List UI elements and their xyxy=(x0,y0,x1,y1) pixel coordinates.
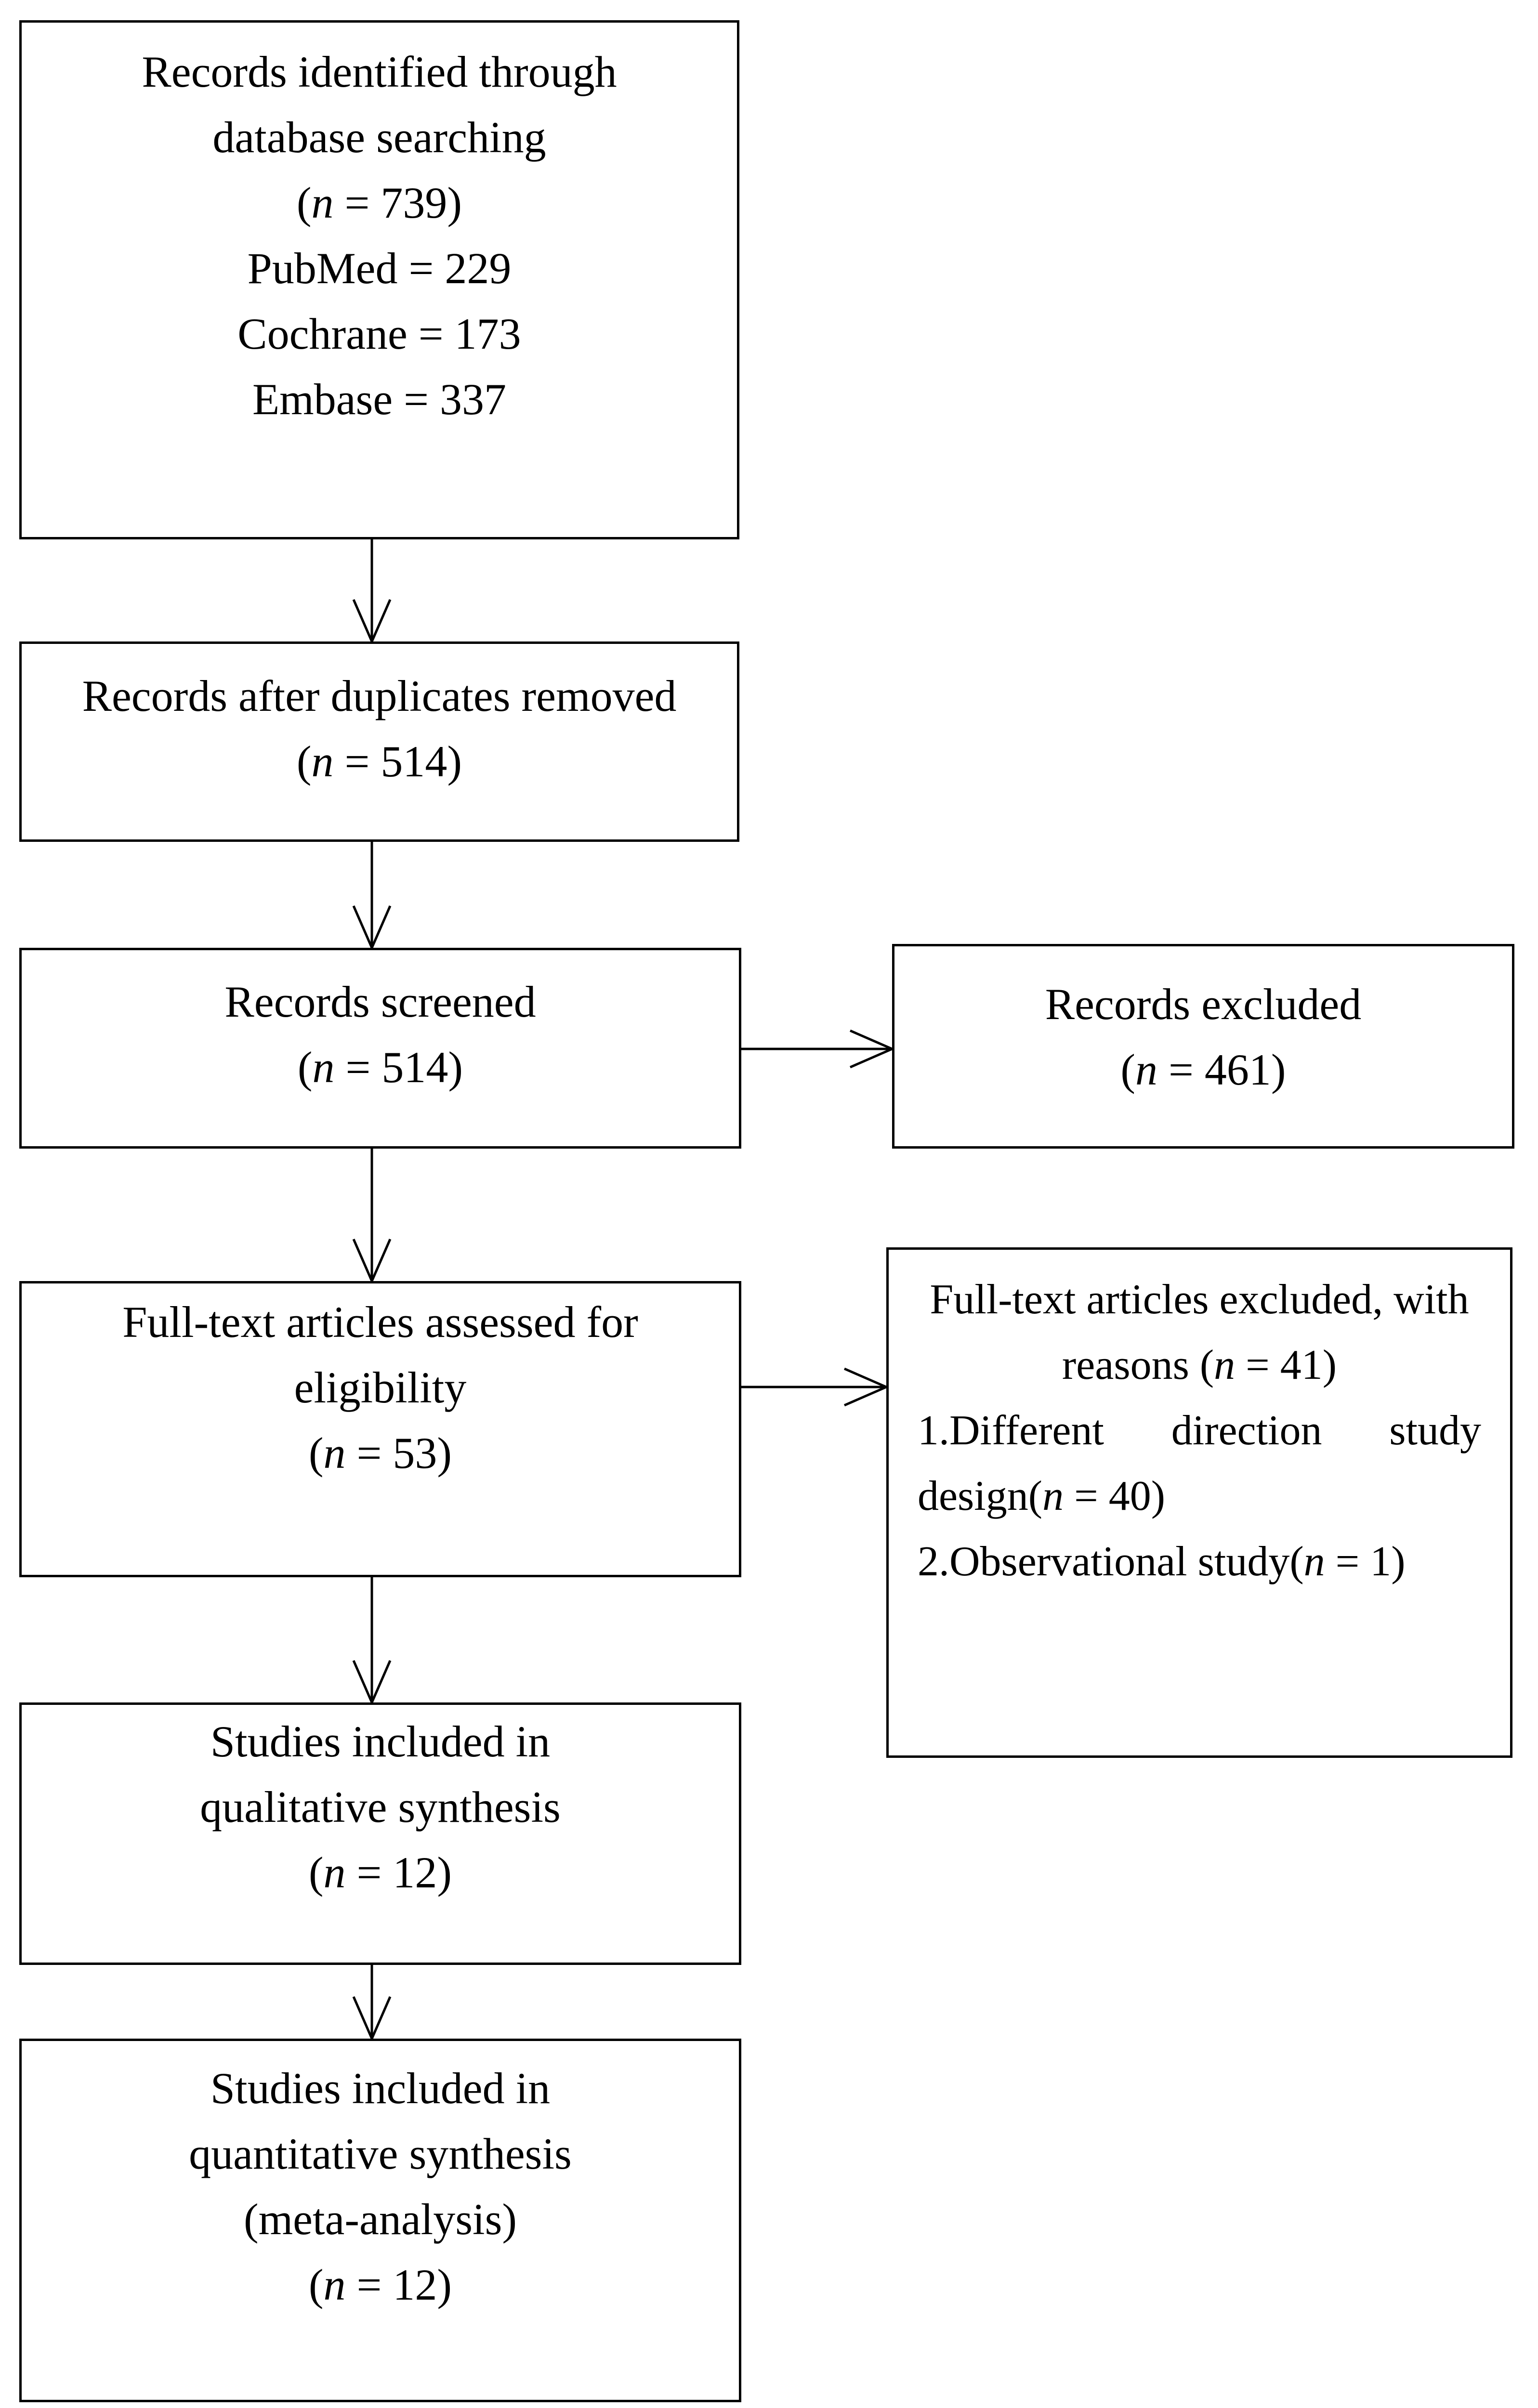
fulltext-excluded-reason-1: 1.Different direction study xyxy=(889,1398,1510,1464)
n-post: = 41) xyxy=(1235,1342,1337,1388)
fulltext-excluded-reason-1-cont: design(n = 40) xyxy=(889,1464,1510,1529)
reason1-word1: 1.Different xyxy=(918,1407,1104,1454)
fulltext-excluded-reasons-n-count: reasons (n = 41) xyxy=(889,1333,1510,1398)
n-var: n xyxy=(1135,1045,1158,1094)
screened-line-1: Records screened xyxy=(224,977,536,1026)
n-var: n xyxy=(311,737,334,786)
records-excluded-line-1: Records excluded xyxy=(1045,980,1362,1029)
quantitative-n-count: (n = 12) xyxy=(22,2252,739,2317)
screened-n-count: (n = 514) xyxy=(22,1034,739,1100)
arrow-fulltext-to-excluded xyxy=(741,1367,890,1407)
n-pre: reasons ( xyxy=(1062,1342,1214,1388)
fulltext-excluded-reason-2: 2.Observational study(n = 1) xyxy=(889,1529,1510,1595)
fulltext-line-2: eligibility xyxy=(294,1363,467,1412)
box-quantitative-synthesis: Studies included in quantitative synthes… xyxy=(19,2039,741,2402)
n-pre: ( xyxy=(1120,1045,1136,1094)
identification-n-count: (n = 739) xyxy=(22,170,737,236)
box-fulltext-excluded: Full-text articles excluded, with reason… xyxy=(886,1247,1512,1758)
records-excluded-n-count: (n = 461) xyxy=(894,1037,1512,1102)
box-duplicates-removed: Records after duplicates removed (n = 51… xyxy=(19,641,739,842)
n-var: n xyxy=(311,178,334,227)
n-post: = 1) xyxy=(1325,1538,1406,1585)
arrow-qualitative-to-quantitative xyxy=(352,1965,392,2042)
fulltext-line-1: Full-text articles assessed for xyxy=(122,1297,638,1347)
n-pre: ( xyxy=(297,1043,313,1092)
quantitative-line-1: Studies included in xyxy=(210,2064,551,2113)
n-pre: ( xyxy=(296,178,312,227)
fulltext-n-count: (n = 53) xyxy=(22,1420,739,1486)
reason1-word2: direction xyxy=(1171,1407,1322,1454)
box-qualitative-synthesis: Studies included in qualitative synthesi… xyxy=(19,1702,741,1965)
box-records-identified: Records identified through database sear… xyxy=(19,20,739,539)
quantitative-line-3: (meta-analysis) xyxy=(243,2195,517,2244)
qualitative-line-1: Studies included in xyxy=(210,1717,551,1766)
fulltext-excluded-line-1: Full-text articles excluded, with xyxy=(930,1276,1469,1323)
qualitative-line-2: qualitative synthesis xyxy=(200,1782,561,1832)
n-pre: ( xyxy=(308,1848,324,1897)
n-post: = 514) xyxy=(334,1043,463,1092)
arrow-identification-to-duplicates xyxy=(352,539,392,645)
n-var: n xyxy=(1214,1342,1236,1388)
identification-line-1: Records identified through xyxy=(142,47,617,96)
identification-pubmed-count: PubMed = 229 xyxy=(247,244,512,293)
n-var: n xyxy=(323,1848,346,1897)
box-records-excluded: Records excluded (n = 461) xyxy=(892,944,1514,1149)
n-post: = 53) xyxy=(345,1428,452,1478)
n-var: n xyxy=(1042,1473,1064,1519)
duplicates-n-count: (n = 514) xyxy=(22,729,737,794)
identification-embase-count: Embase = 337 xyxy=(252,375,507,424)
n-var: n xyxy=(312,1043,335,1092)
n-var: n xyxy=(1303,1538,1325,1585)
n-pre: ( xyxy=(308,1428,324,1478)
arrow-duplicates-to-screened xyxy=(352,842,392,951)
n-var: n xyxy=(323,2260,346,2309)
n-pre: ( xyxy=(308,2260,324,2309)
n-pre: 2.Observational study( xyxy=(918,1538,1304,1585)
duplicates-line-1: Records after duplicates removed xyxy=(82,671,677,720)
n-post: = 40) xyxy=(1064,1473,1165,1519)
n-post: = 514) xyxy=(333,737,462,786)
box-records-screened: Records screened (n = 514) xyxy=(19,948,741,1149)
n-post: = 12) xyxy=(345,1848,452,1897)
n-post: = 739) xyxy=(333,178,462,227)
arrow-fulltext-to-qualitative xyxy=(352,1577,392,1706)
n-pre: design( xyxy=(918,1473,1043,1519)
arrow-screened-to-excluded xyxy=(741,1029,895,1069)
qualitative-n-count: (n = 12) xyxy=(22,1840,739,1905)
quantitative-line-2: quantitative synthesis xyxy=(189,2129,572,2178)
identification-cochrane-count: Cochrane = 173 xyxy=(237,309,521,358)
n-pre: ( xyxy=(296,737,312,786)
arrow-screened-to-fulltext xyxy=(352,1149,392,1284)
n-post: = 12) xyxy=(345,2260,452,2309)
identification-line-2: database searching xyxy=(212,113,546,162)
n-post: = 461) xyxy=(1157,1045,1286,1094)
box-fulltext-assessed: Full-text articles assessed for eligibil… xyxy=(19,1281,741,1577)
n-var: n xyxy=(323,1428,346,1478)
reason1-word3: study xyxy=(1389,1407,1481,1454)
